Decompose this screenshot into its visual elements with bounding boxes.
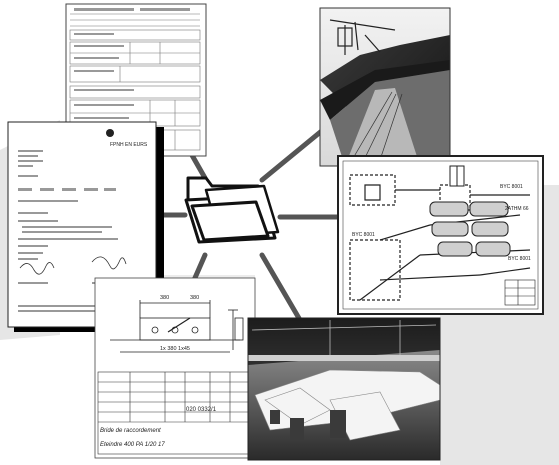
- letter-logo-text: FPNH EN EURS: [110, 142, 148, 148]
- schematic-label-a: BYC 8001: [500, 184, 523, 190]
- equipment-photo: [247, 317, 441, 461]
- drawing-number: 020 0332/1: [186, 407, 217, 413]
- drawing-dim-3: 1x 380 1x45: [160, 346, 190, 352]
- conveyor-photo: [319, 7, 451, 167]
- technical-drawing: 380 380 1x 380 1x45 020 0332/1 Bride de …: [94, 277, 256, 459]
- drawing-caption-2: Eteindre 400 PA 1/20 17: [100, 442, 165, 448]
- spoke-photo: [259, 252, 303, 323]
- schematic-drawing: BYC 8001 BYC 8001 2ATHM 66 BYC 8001: [337, 155, 544, 315]
- open-folder-icon: [184, 176, 280, 244]
- schematic-label-b: BYC 8001: [352, 232, 375, 238]
- drawing-dim-2: 380: [190, 295, 199, 301]
- schematic-label-c: 2ATHM 66: [505, 206, 529, 212]
- letter-logo: FPNH EN EURS: [106, 129, 148, 148]
- drawing-dim-1: 380: [160, 295, 169, 301]
- schematic-label-d: BYC 8001: [508, 256, 531, 262]
- drawing-caption-1: Bride de raccordement: [100, 428, 161, 434]
